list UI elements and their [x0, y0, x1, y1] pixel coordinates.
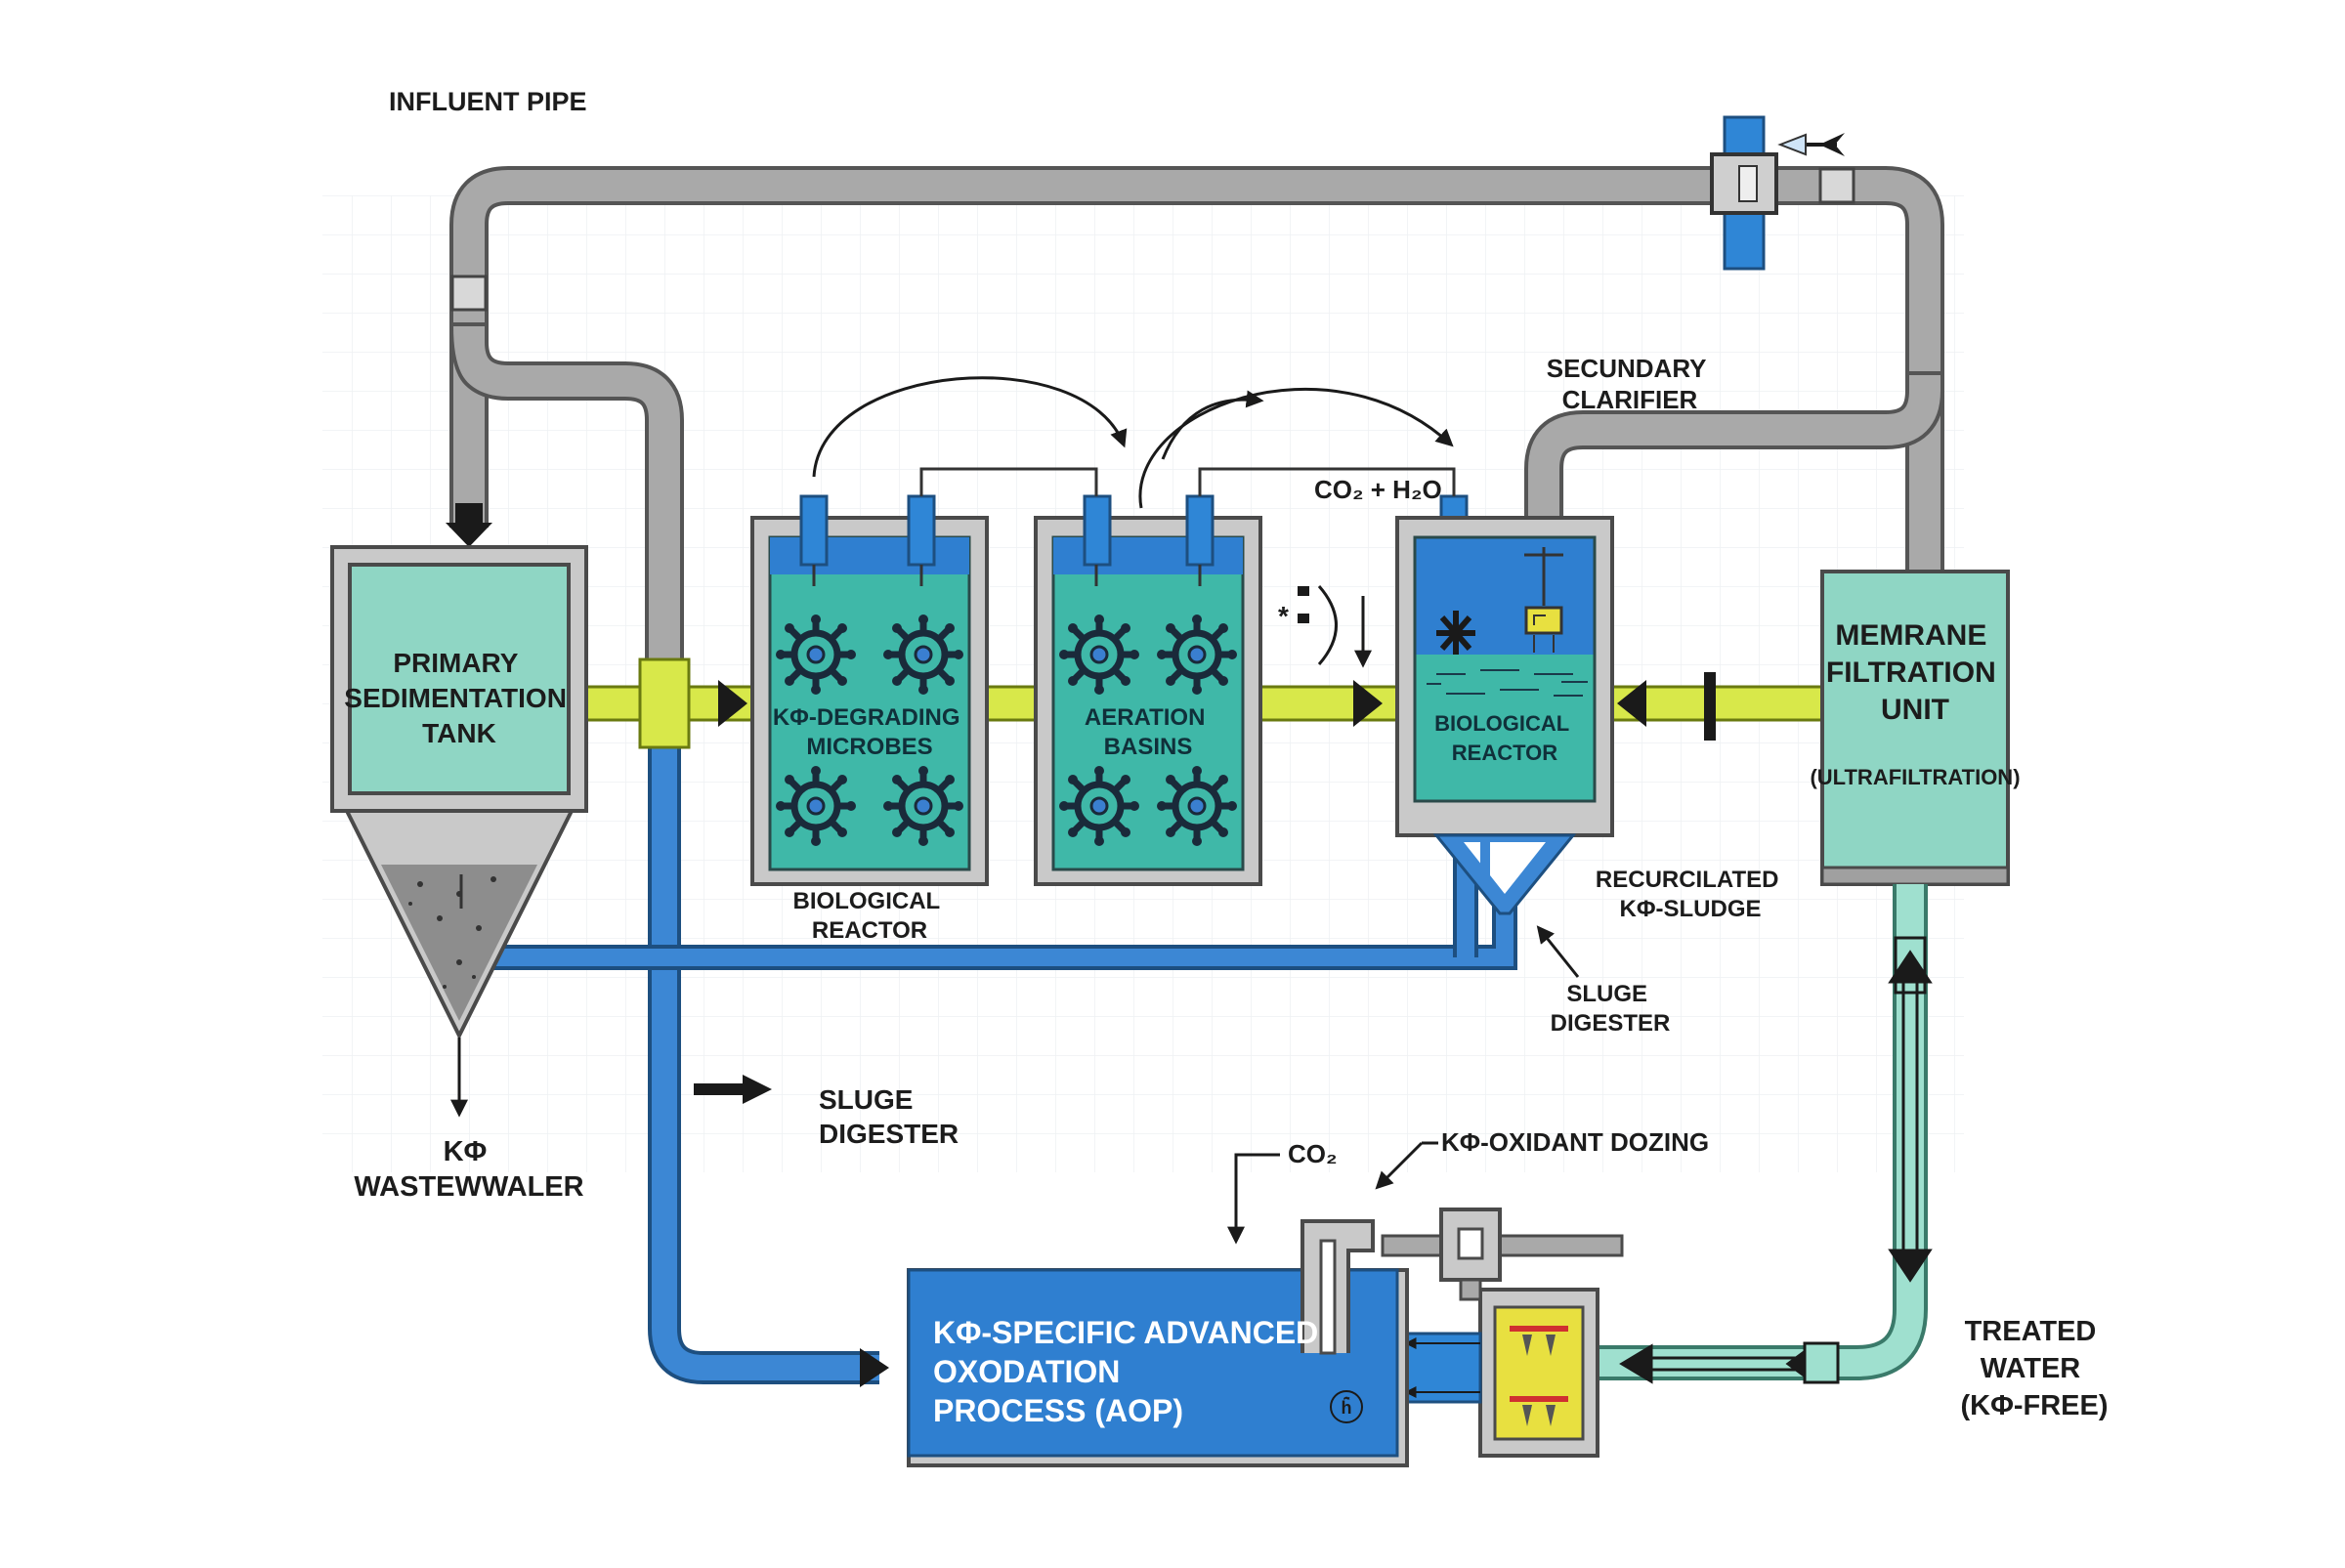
- aeration-basin-tank[interactable]: [1034, 516, 1262, 886]
- level-sensor-icon: [1524, 547, 1563, 653]
- flow-arrow-return-icon: [1617, 680, 1646, 727]
- aop-symbol-icon: ĥ̃: [1330, 1390, 1363, 1423]
- secondary-clarifier-tank[interactable]: [1395, 516, 1614, 837]
- aop-inlet-pipes: [1300, 1219, 1375, 1355]
- aop-label: KΦ-SPECIFIC ADVANCED OXODATION PROCESS (…: [933, 1315, 1327, 1428]
- inlet-arrow-icon: [1777, 133, 1845, 156]
- influent-pipe: [448, 166, 1945, 703]
- bio-reactor-below-label: BIOLOGICAL REACTOR: [793, 888, 947, 944]
- aop-inlet-arrow-icon: [860, 1348, 889, 1387]
- flow-meter[interactable]: [1710, 115, 1778, 271]
- pipe-valve-left[interactable]: [450, 275, 488, 312]
- dosing-valve[interactable]: [1381, 1208, 1624, 1301]
- sludge-digester-mid-label: SLUGE DIGESTER: [819, 1084, 959, 1149]
- svg-text:ĥ̃: ĥ̃: [1342, 1396, 1352, 1418]
- influent-down-arrow-icon: [446, 503, 492, 547]
- primary-sedimentation-tank[interactable]: [330, 545, 588, 1040]
- digester-leader-arrow-icon: [1536, 925, 1580, 978]
- gas-release-icon: *: [1278, 585, 1372, 668]
- primary-tank-label: PRIMARY SEDIMENTATION TANK: [344, 648, 574, 748]
- oxidant-dosing-unit[interactable]: [1478, 1288, 1599, 1458]
- membrane-filtration-unit[interactable]: [1820, 570, 2010, 886]
- aeration-label: AERATION BASINS: [1085, 704, 1212, 760]
- mixer-icon: [1436, 611, 1475, 655]
- membrane-label: MEMRANE FILTRATION UNIT: [1826, 619, 2004, 726]
- treated-water-coupling[interactable]: [1803, 1341, 1840, 1384]
- injector-connector: [1404, 1332, 1482, 1404]
- clarifier-hopper: [1432, 833, 1577, 915]
- svg-text:*: *: [1278, 601, 1289, 631]
- influent-pipe-label: INFLUENT PIPE: [389, 87, 587, 116]
- oxidant-leader: [1375, 1141, 1438, 1190]
- oxidant-dosing-label: KΦ-OXIDANT DOZING: [1441, 1127, 1709, 1157]
- kf-wastewater-label: KΦ WASTEWWALER: [354, 1136, 583, 1203]
- nozzle-connectors: [812, 467, 1456, 586]
- flow-arrow-2-icon: [1353, 680, 1383, 727]
- treated-water-pipe: [1598, 884, 1928, 1380]
- biological-reactor-tank[interactable]: [750, 516, 989, 886]
- pipe-valve-top[interactable]: [1818, 167, 1855, 204]
- sludge-digester-right-label: SLUGE DIGESTER: [1551, 981, 1671, 1037]
- flow-arrow-1-icon: [718, 680, 747, 727]
- flow-gate-icon: [1704, 672, 1716, 741]
- secondary-clarifier-label: SECUNDARY CLARIFIER: [1547, 354, 1713, 414]
- co2-h2o-label: CO₂ + H₂O: [1314, 475, 1442, 504]
- sludge-flow-arrow-icon: [694, 1075, 772, 1104]
- microbes-label: KΦ-DEGRADING MICROBES: [773, 704, 966, 760]
- ultrafiltration-label: (ULTRAFILTRATION): [1810, 765, 2020, 789]
- transfer-arrows: [812, 376, 1454, 509]
- treated-water-arrows-icon: [1619, 950, 1933, 1384]
- water-ripples: [1427, 669, 1588, 697]
- co2-leader: [1227, 1153, 1280, 1245]
- sediment-speckles: [408, 874, 496, 989]
- pipe-tee-junction: [638, 657, 691, 749]
- recirculated-sludge-label: RECURCILATED KΦ-SLUDGE: [1596, 867, 1785, 922]
- co2-label: CO₂: [1288, 1139, 1338, 1168]
- treated-water-label: TREATED WATER (KΦ-FREE): [1960, 1316, 2108, 1421]
- bio-reactor-inside-label: BIOLOGICAL REACTOR: [1434, 711, 1575, 765]
- aop-unit[interactable]: [907, 1268, 1409, 1467]
